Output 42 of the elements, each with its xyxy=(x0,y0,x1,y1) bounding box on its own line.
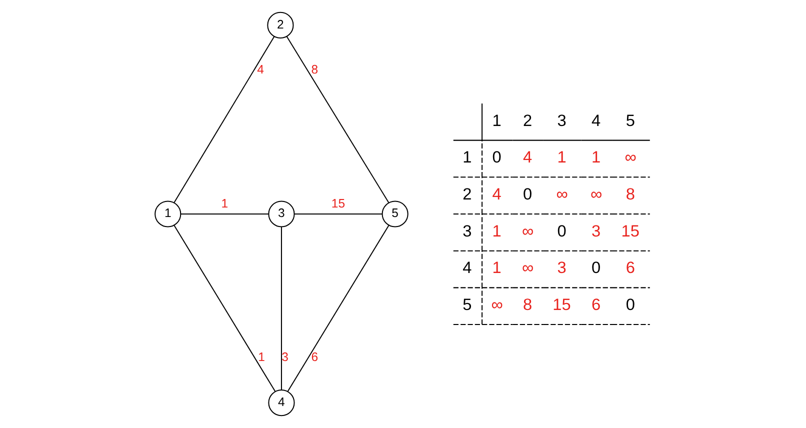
label: 3 xyxy=(592,222,601,240)
label: 5 xyxy=(462,296,472,314)
edge-label: 4 xyxy=(257,62,264,76)
label: 6 xyxy=(626,259,635,278)
label: 1 xyxy=(492,222,502,240)
label: ∞ xyxy=(624,148,636,167)
label: 2 xyxy=(522,112,532,130)
edge-label: 8 xyxy=(311,62,318,76)
label: ∞ xyxy=(590,185,602,204)
label: 0 xyxy=(492,148,502,167)
label: 4 xyxy=(462,259,472,278)
label: 1 xyxy=(557,148,566,167)
label: 1 xyxy=(492,112,502,130)
label: ∞ xyxy=(522,222,534,240)
label: 0 xyxy=(522,185,532,204)
label: 8 xyxy=(626,185,635,204)
label: 0 xyxy=(557,222,566,240)
label: 0 xyxy=(592,259,601,278)
label: 0 xyxy=(626,296,635,314)
edge-label: 15 xyxy=(331,196,346,210)
label: ∞ xyxy=(522,259,534,278)
label: 4 xyxy=(522,148,532,167)
label: ∞ xyxy=(556,185,568,204)
edge-label: 3 xyxy=(282,350,288,364)
label: 2 xyxy=(462,185,472,204)
label: 8 xyxy=(522,296,532,314)
label: 4 xyxy=(592,112,601,130)
label: 15 xyxy=(552,296,571,314)
label: 3 xyxy=(557,112,566,130)
edge-label: 1 xyxy=(258,350,265,364)
label: 5 xyxy=(626,112,635,130)
label: 1 xyxy=(492,259,502,278)
label: 4 xyxy=(492,185,502,204)
edge-label: 6 xyxy=(311,350,318,364)
edge-label: 1 xyxy=(221,196,228,210)
label: 3 xyxy=(462,222,472,240)
label: 3 xyxy=(557,259,566,278)
label: 1 xyxy=(462,148,472,167)
label: 1 xyxy=(592,148,601,167)
label: ∞ xyxy=(491,296,503,314)
label: 6 xyxy=(592,296,601,314)
label: 15 xyxy=(621,222,640,240)
